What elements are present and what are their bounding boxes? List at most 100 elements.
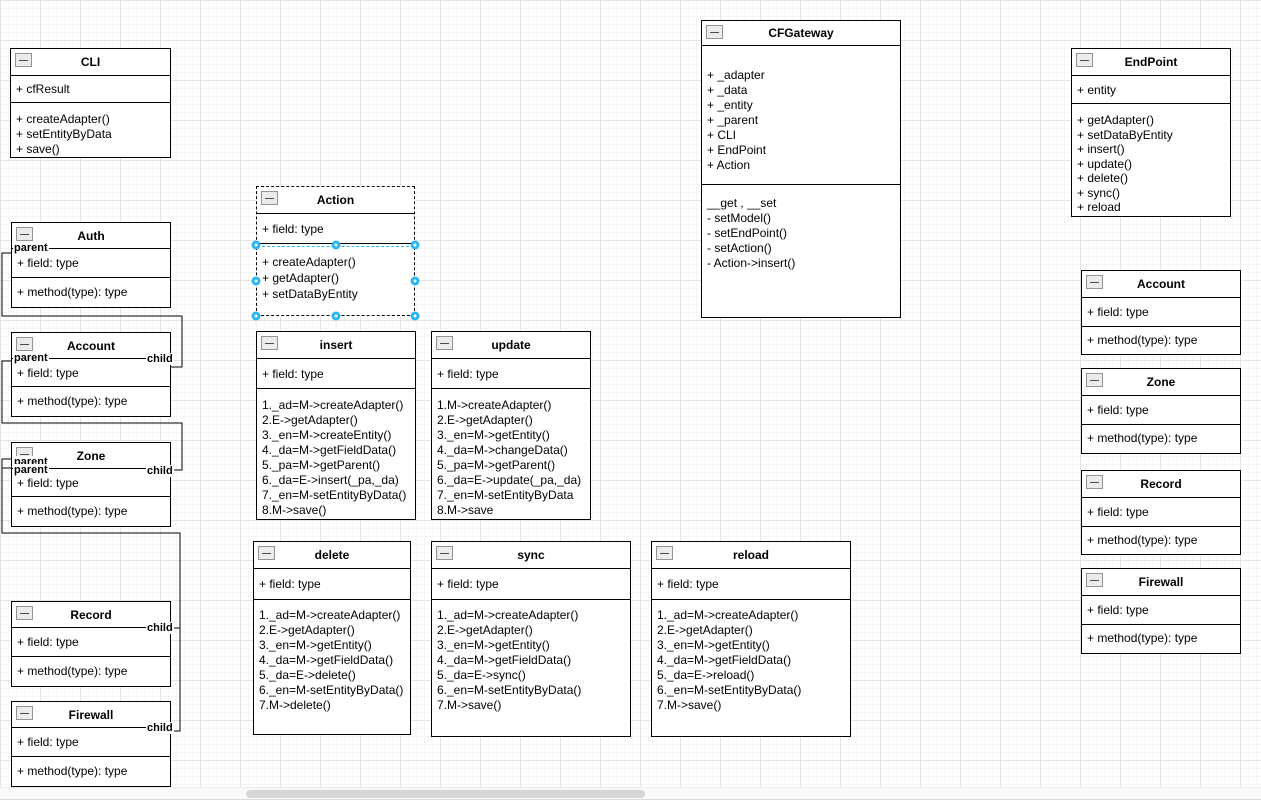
- collapse-icon[interactable]: [1086, 475, 1103, 489]
- class-title: insert: [319, 338, 353, 352]
- selection-handle[interactable]: [251, 311, 261, 321]
- collapse-icon[interactable]: [436, 336, 453, 350]
- edge-label-parent[interactable]: parent: [13, 242, 49, 254]
- class-action[interactable]: Action+ field: type+ createAdapter()+ ge…: [256, 186, 415, 316]
- collapse-icon[interactable]: [258, 546, 275, 560]
- class-firewall-right[interactable]: Firewall+ field: type+ method(type): typ…: [1081, 568, 1241, 654]
- edge-label-child[interactable]: child: [146, 722, 174, 734]
- collapse-icon[interactable]: [15, 53, 32, 67]
- method-line: + getAdapter(): [262, 271, 340, 285]
- attribute-line: + _adapter: [707, 68, 765, 82]
- class-title: sync: [517, 548, 545, 562]
- methods-compartment: 1._ad=M->createAdapter()2.E->getAdapter(…: [257, 389, 415, 519]
- class-insert[interactable]: insert + field: type 1._ad=M->createAdapte…: [256, 331, 416, 520]
- edge-label-child[interactable]: child: [146, 622, 174, 634]
- collapse-icon[interactable]: [261, 336, 278, 350]
- method-line: + method(type): type: [1087, 333, 1198, 347]
- connection-edge[interactable]: [1, 467, 181, 732]
- class-title: Firewall: [68, 707, 114, 722]
- class-record-right[interactable]: Record+ field: type+ method(type): type: [1081, 470, 1241, 555]
- methods-compartment: + method(type): type: [1082, 625, 1240, 653]
- collapse-icon[interactable]: [16, 606, 33, 620]
- collapse-icon[interactable]: [436, 546, 453, 560]
- collapse-icon[interactable]: [1086, 373, 1103, 387]
- method-line: 5._pa=M->getParent(): [437, 458, 556, 472]
- attribute-line: + field: type: [437, 367, 499, 381]
- class-firewall-left[interactable]: Firewall+ field: type+ method(type): typ…: [11, 701, 171, 787]
- attribute-line: + field: type: [259, 577, 321, 591]
- attributes-compartment: + field: type: [12, 728, 170, 757]
- collapse-icon[interactable]: [1076, 53, 1093, 67]
- attributes-compartment: + field: type: [432, 359, 590, 389]
- attributes-compartment: + field: type: [12, 469, 170, 497]
- class-zone-right[interactable]: Zone+ field: type+ method(type): type: [1081, 368, 1241, 454]
- methods-compartment: + method(type): type: [12, 657, 170, 686]
- selection-handle[interactable]: [410, 311, 420, 321]
- selection-handle[interactable]: [251, 240, 261, 250]
- attribute-line: + _entity: [707, 98, 753, 112]
- method-line: 5._da=E->reload(): [657, 668, 755, 682]
- attribute-line: + field: type: [1087, 305, 1149, 319]
- class-endpoint[interactable]: EndPoint+ entity+ getAdapter()+ setDataB…: [1071, 48, 1231, 217]
- selection-handle[interactable]: [410, 276, 420, 285]
- attribute-line: + entity: [1077, 83, 1117, 97]
- class-title: EndPoint: [1124, 55, 1178, 69]
- edge-label-parent[interactable]: parent: [13, 464, 49, 476]
- method-line: 6._en=M-setEntityByData(): [259, 683, 404, 697]
- edge-label-parent[interactable]: parent: [13, 352, 49, 364]
- attribute-line: + field: type: [17, 256, 79, 270]
- class-title: CFGateway: [768, 26, 834, 40]
- method-line: 6._en=M-setEntityByData(): [657, 683, 802, 697]
- class-account-left[interactable]: Account+ field: type+ method(type): type: [11, 332, 171, 417]
- attributes-compartment: + _adapter+ _data+ _entity+ _parent+ CLI…: [702, 46, 900, 185]
- method-line: 4._da=M->getFieldData(): [657, 653, 792, 667]
- method-line: + save(): [16, 142, 60, 156]
- class-zone-left[interactable]: Zone+ field: type+ method(type): type: [11, 442, 171, 527]
- class-record-left[interactable]: Record+ field: type+ method(type): type: [11, 601, 171, 687]
- method-line: + update(): [1077, 156, 1133, 171]
- class-auth[interactable]: Auth+ field: type+ method(type): type: [11, 222, 171, 308]
- method-line: 2.E->getAdapter(): [259, 623, 355, 637]
- method-line: 2.E->getAdapter(): [437, 413, 533, 427]
- collapse-icon[interactable]: [656, 546, 673, 560]
- method-line: 2.E->getAdapter(): [657, 623, 753, 637]
- selection-handle[interactable]: [331, 240, 340, 250]
- connection-edge[interactable]: [1, 252, 183, 368]
- class-title: Auth: [77, 228, 105, 243]
- horizontal-scrollbar-thumb[interactable]: [246, 790, 645, 798]
- edge-label-child[interactable]: child: [146, 465, 174, 477]
- class-cli[interactable]: CLI+ cfResult+ createAdapter()+ setEntit…: [10, 48, 171, 158]
- attribute-line: + field: type: [17, 635, 79, 649]
- attribute-line: + CLI: [707, 128, 737, 142]
- selection-handle[interactable]: [251, 276, 261, 285]
- collapse-icon[interactable]: [16, 337, 33, 351]
- selection-handle[interactable]: [410, 240, 420, 250]
- class-title: Zone: [76, 448, 106, 463]
- collapse-icon[interactable]: [1086, 275, 1103, 289]
- attributes-compartment: + field: type: [257, 359, 415, 389]
- methods-compartment: + method(type): type: [1082, 327, 1240, 354]
- method-line: 4._da=M->changeData(): [437, 443, 568, 457]
- class-account-right[interactable]: Account+ field: type+ method(type): type: [1081, 270, 1241, 355]
- selection-handle[interactable]: [331, 311, 340, 321]
- attributes-compartment: + entity: [1072, 76, 1230, 104]
- connection-edge[interactable]: [1, 360, 183, 471]
- class-cfgateway[interactable]: CFGateway + _adapter+ _data+ _entity+ _pa…: [701, 20, 901, 318]
- collapse-icon[interactable]: [261, 191, 278, 205]
- attribute-line: + field: type: [262, 367, 324, 381]
- class-title: reload: [732, 548, 769, 562]
- collapse-icon[interactable]: [706, 25, 723, 39]
- horizontal-scrollbar-track[interactable]: [0, 787, 1261, 800]
- edge-label-child[interactable]: child: [146, 353, 174, 365]
- methods-compartment: __get , __set- setModel()- setEndPoint()…: [702, 185, 900, 317]
- collapse-icon[interactable]: [16, 227, 33, 241]
- collapse-icon[interactable]: [16, 706, 33, 720]
- method-line: + createAdapter(): [262, 255, 356, 269]
- collapse-icon[interactable]: [1086, 573, 1103, 587]
- method-line: + insert(): [1077, 142, 1125, 156]
